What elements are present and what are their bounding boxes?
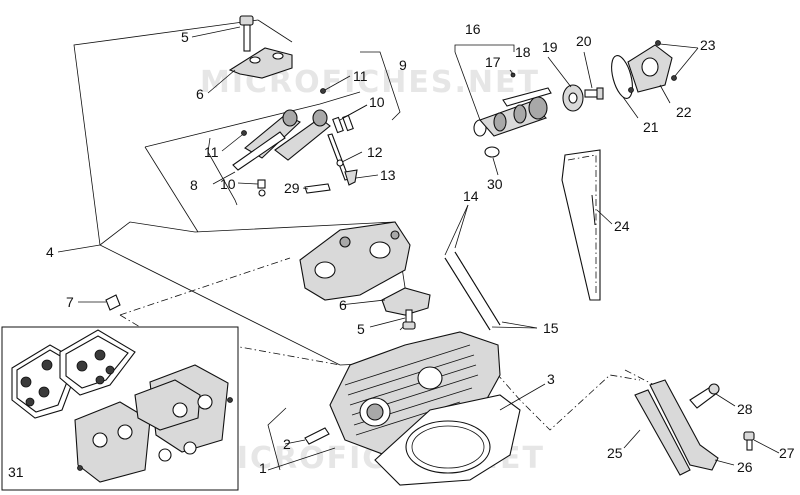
label-27: 27 [779,445,795,461]
label-6-lower: 6 [339,297,347,313]
part-21-o-ring [611,55,633,99]
label-21: 21 [643,119,659,135]
label-4: 4 [46,244,54,260]
part-6-top-bracket [228,47,293,79]
part-5-lower-bolt [402,309,416,330]
label-28: 28 [737,401,753,417]
part-6-lower-bracket [381,287,431,316]
part-26-chain-tensioner-guide [649,379,719,471]
part-3-head-gasket [374,394,521,486]
label-10-right: 10 [369,94,385,110]
part-7-clip [105,294,121,311]
label-19: 19 [542,39,558,55]
dash-line-c [454,359,641,431]
part-23-screws [628,40,677,93]
part-5-top-bolt [239,15,254,52]
label-12: 12 [367,144,383,160]
label-15: 15 [543,320,559,336]
label-5-top: 5 [181,29,189,45]
part-19-sprocket [562,84,584,112]
label-7: 7 [66,294,74,310]
part-22-cover [627,44,673,93]
label-2: 2 [283,436,291,452]
label-13: 13 [380,167,396,183]
group-9-outline-top [144,91,361,148]
label-23: 23 [700,37,716,53]
group-9-bracket [360,51,401,121]
label-25: 25 [607,445,623,461]
part-24-timing-chain [561,149,601,301]
gasket-kit-parts [11,329,233,483]
part-28-tensioner [689,383,720,409]
label-3: 3 [547,371,555,387]
label-1: 1 [259,460,267,476]
part-18-pin [510,72,516,78]
label-5-lower: 5 [357,321,365,337]
part-2-dowel [304,427,330,445]
label-10-left: 10 [220,176,236,192]
label-8: 8 [190,177,198,193]
part-30-washer [484,146,500,158]
label-6-top: 6 [196,86,204,102]
label-11-left: 11 [204,144,219,160]
part-14-push-rods [444,251,501,331]
label-17: 17 [485,54,501,70]
label-9: 9 [399,57,407,73]
group-8-bracket [207,137,238,206]
rocker-housing-assembly [299,221,411,301]
label-18: 18 [515,44,531,60]
label-30: 30 [487,176,503,192]
label-20: 20 [576,33,592,49]
part-27-screw [743,431,755,451]
label-31: 31 [8,464,24,480]
label-11-right: 11 [353,68,368,84]
group-9-outline-left [144,146,199,233]
part-29-pin [304,183,331,194]
label-24: 24 [614,218,630,234]
part-20-bolt [584,87,604,100]
label-26: 26 [737,459,753,475]
dash-line-a [119,257,291,316]
label-16: 16 [465,21,481,37]
group-4-outline-top [257,19,293,43]
part-17-key [502,87,552,107]
label-14: 14 [463,188,479,204]
part-25-chain-guide [634,389,691,476]
label-29: 29 [284,180,300,196]
group-4-inner [99,221,196,246]
label-22: 22 [676,104,692,120]
leader-lines [57,26,780,471]
